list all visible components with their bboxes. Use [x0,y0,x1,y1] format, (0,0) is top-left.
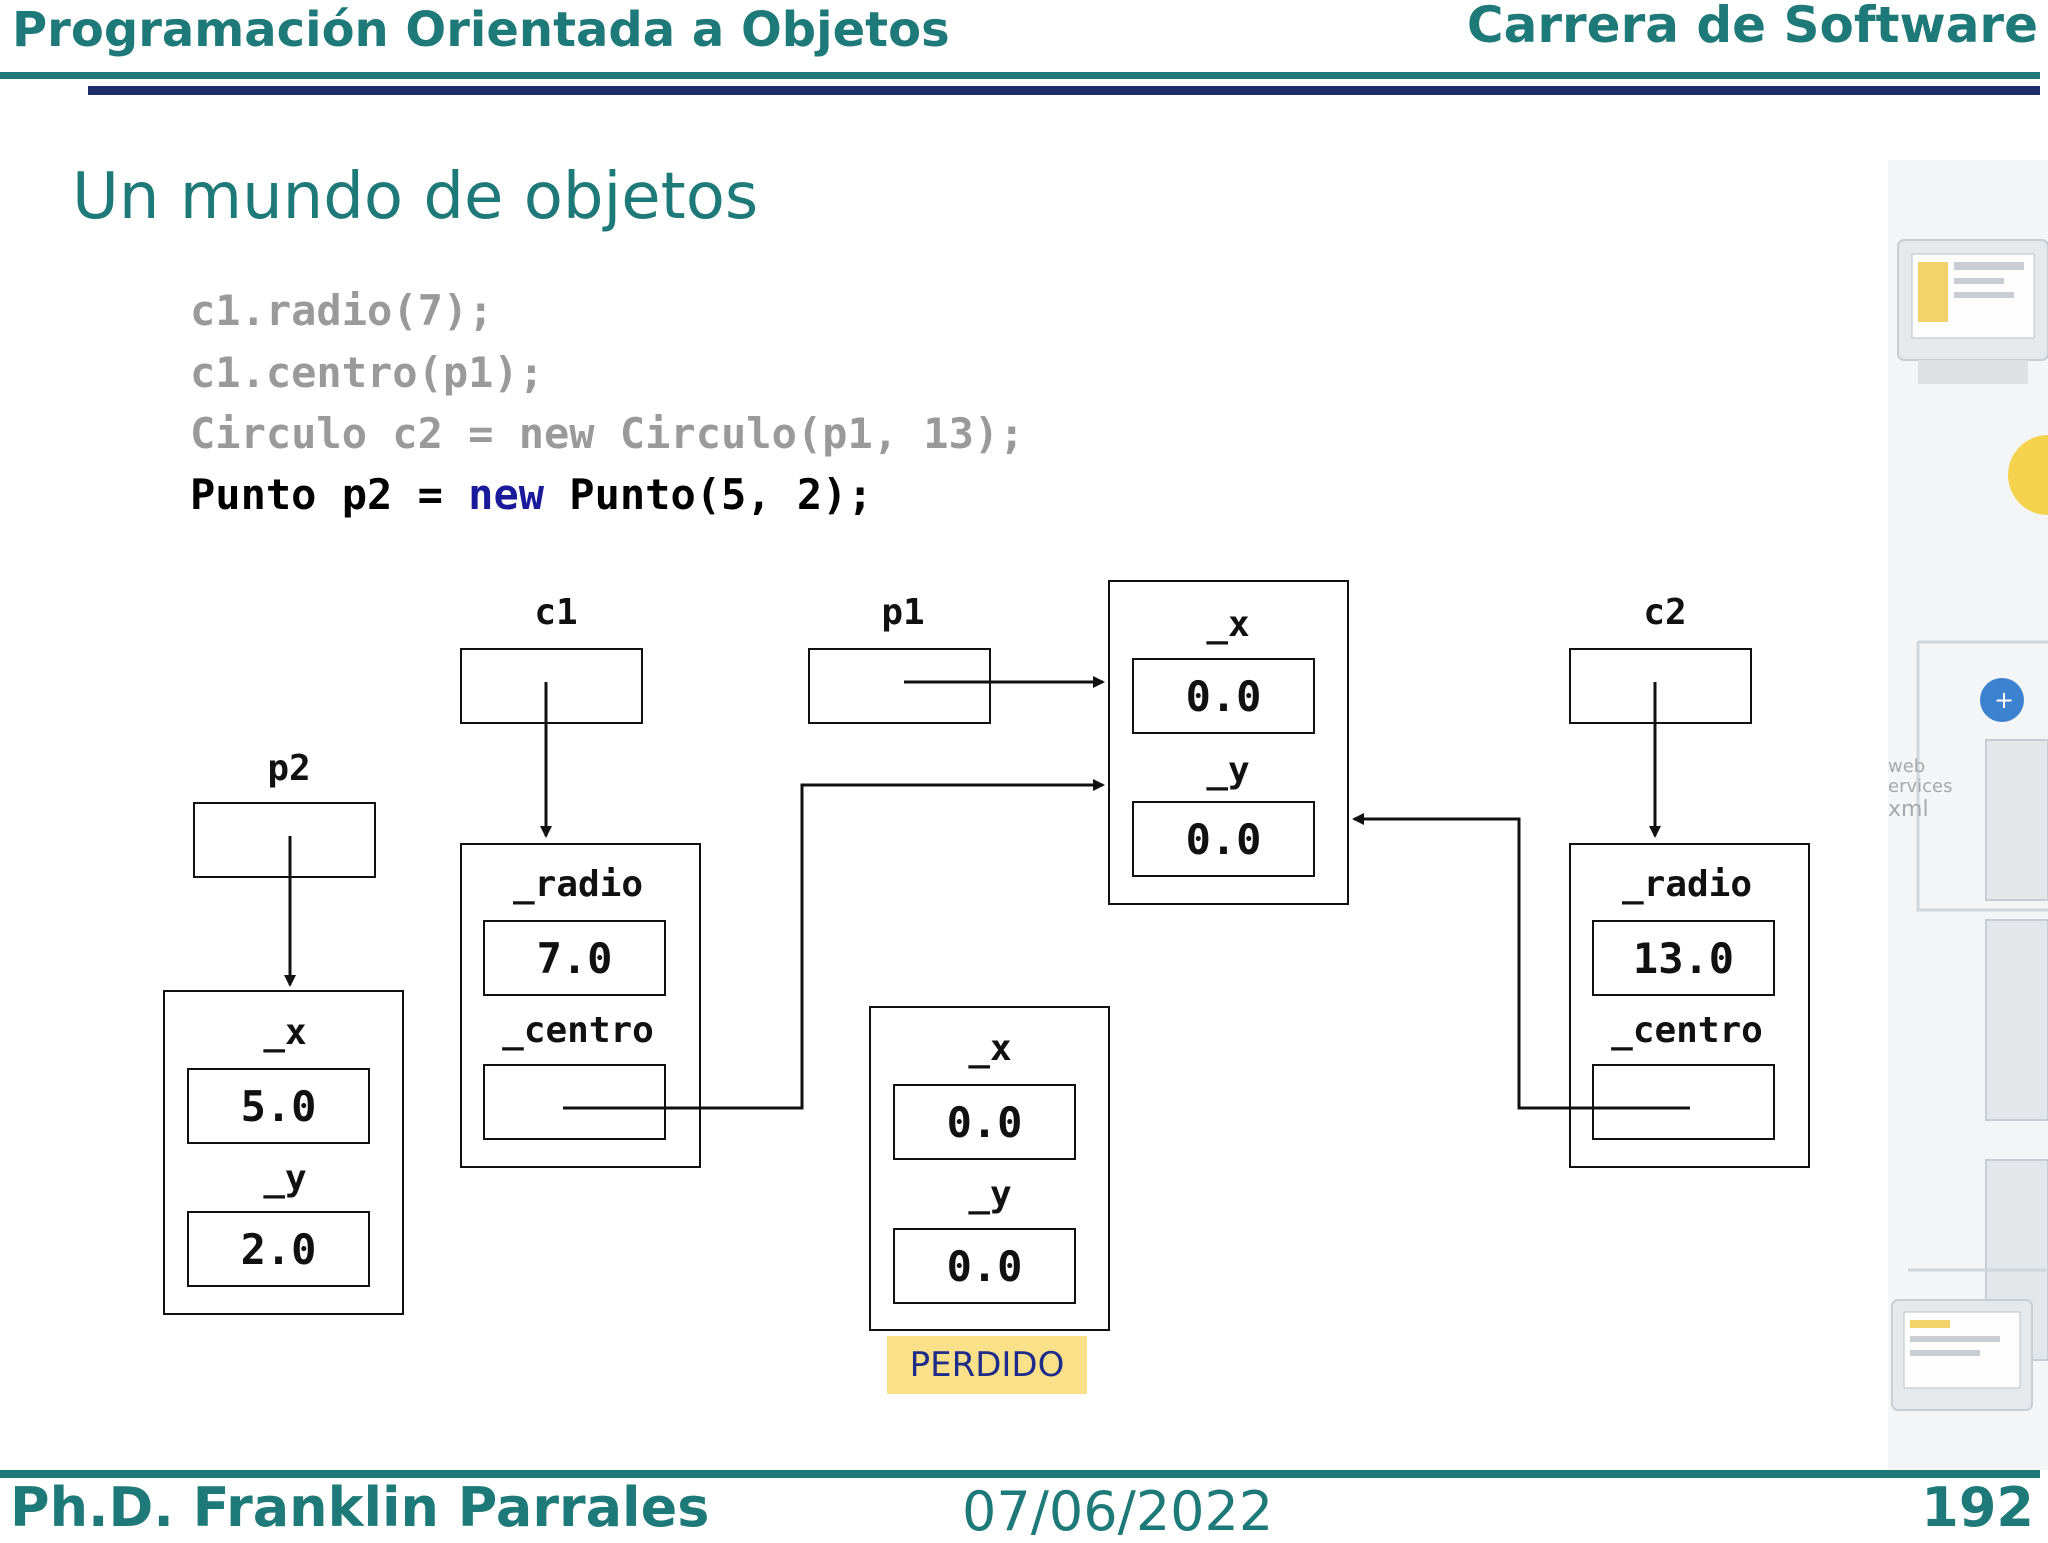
object-punto-p1 [1108,580,1349,905]
field-label-x: _x [968,1028,1012,1069]
var-label-c2: c2 [1643,592,1687,633]
code-line-2: c1.centro(p1); [190,348,545,397]
arrow-c2-centro-to-punto [1352,813,1690,1110]
arrow-c1-centro-to-punto [563,779,1105,1110]
decorative-side-image: + web ervices xml [1888,160,2048,1470]
svg-text:web: web [1888,756,1925,777]
field-value-y: 2.0 [187,1211,370,1287]
field-label-centro: _centro [1611,1010,1763,1051]
svg-text:xml: xml [1888,797,1929,822]
footer-date: 07/06/2022 [962,1480,1274,1543]
field-value-radio: 7.0 [483,920,666,996]
var-box-c2 [1569,648,1752,724]
field-value-radio: 13.0 [1592,920,1775,996]
header-divider-teal [0,72,2040,79]
var-label-p2: p2 [267,748,311,789]
field-value-y: 0.0 [893,1228,1076,1304]
svg-text:ervices: ervices [1888,776,1952,797]
slide-title: Un mundo de objetos [72,160,759,234]
field-value-x: 5.0 [187,1068,370,1144]
field-value-x: 0.0 [1132,658,1315,734]
code-line-4-part-2: Punto(5, 2); [544,470,873,519]
field-label-x: _x [1206,604,1250,645]
footer-page-number: 192 [1921,1476,2034,1539]
code-line-3: Circulo c2 = new Circulo(p1, 13); [190,409,1025,458]
var-label-p1: p1 [881,592,925,633]
code-line-1: c1.radio(7); [190,286,494,335]
var-label-c1: c1 [534,592,578,633]
var-box-c1 [460,648,643,724]
footer-author: Ph.D. Franklin Parrales [10,1476,710,1539]
object-circulo-c1 [460,843,701,1168]
field-label-x: _x [263,1012,307,1053]
field-value-y: 0.0 [1132,801,1315,877]
program-title: Carrera de Software [1466,0,2038,54]
code-line-4: Punto p2 = new Punto(5, 2); [190,470,873,519]
field-label-y: _y [263,1158,307,1199]
code-keyword-new: new [468,470,545,519]
course-title: Programación Orientada a Objetos [12,2,950,58]
field-label-centro: _centro [502,1010,654,1051]
var-box-p2 [193,802,376,878]
field-label-y: _y [968,1174,1012,1215]
code-line-4-part-1: Punto p2 = [190,470,469,519]
field-label-radio: _radio [1621,864,1753,905]
field-value-centro [1592,1064,1775,1140]
object-punto-lost [869,1006,1110,1331]
object-circulo-c2 [1569,843,1810,1168]
object-punto-p2 [163,990,404,1315]
field-label-y: _y [1206,750,1250,791]
var-box-p1 [808,648,991,724]
lost-object-tag: PERDIDO [887,1336,1087,1394]
field-value-centro [483,1064,666,1140]
svg-text:+: + [1994,686,2014,714]
field-value-x: 0.0 [893,1084,1076,1160]
footer-divider-teal [0,1470,2040,1478]
field-label-radio: _radio [512,864,644,905]
header-divider-navy [88,86,2040,95]
